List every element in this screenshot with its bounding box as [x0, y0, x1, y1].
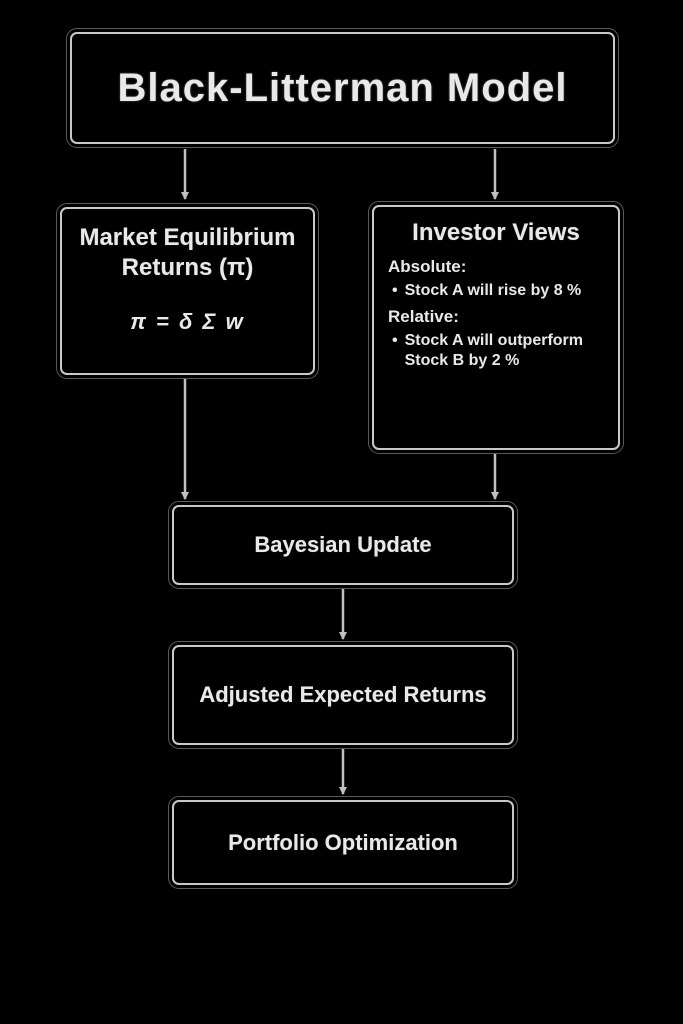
node-market-equilibrium: Market Equilibrium Returns (π) π = δ Σ w	[56, 203, 319, 379]
list-item-absolute-view: • Stock A will rise by 8 %	[388, 281, 604, 301]
node-bayesian-update: Bayesian Update	[168, 501, 518, 589]
node-adjusted-expected-returns: Adjusted Expected Returns	[168, 641, 518, 749]
list-item-relative-view: • Stock A will outperform Stock B by 2 %	[388, 331, 604, 371]
portfolio-optimization-title: Portfolio Optimization	[228, 829, 458, 855]
relative-label: Relative:	[388, 307, 459, 326]
market-equilibrium-title: Market Equilibrium Returns (π)	[79, 224, 296, 281]
absolute-label: Absolute:	[388, 257, 467, 276]
absolute-view-text: Stock A will rise by 8 %	[404, 282, 582, 299]
node-investor-views: Investor Views Absolute: • Stock A will …	[368, 201, 624, 454]
diagram-title: Black-Litterman Model	[117, 65, 568, 110]
bullet-icon: •	[392, 332, 398, 349]
bayesian-update-title: Bayesian Update	[254, 532, 432, 557]
relative-view-text: Stock A will outperform Stock B by 2 %	[404, 332, 583, 369]
adjusted-returns-title: Adjusted Expected Returns	[199, 681, 487, 707]
node-title: Black-Litterman Model	[66, 28, 619, 148]
node-portfolio-optimization: Portfolio Optimization	[168, 796, 518, 889]
investor-views-title: Investor Views	[412, 219, 580, 246]
market-equilibrium-formula: π = δ Σ w	[130, 309, 245, 334]
bullet-icon: •	[392, 282, 398, 299]
